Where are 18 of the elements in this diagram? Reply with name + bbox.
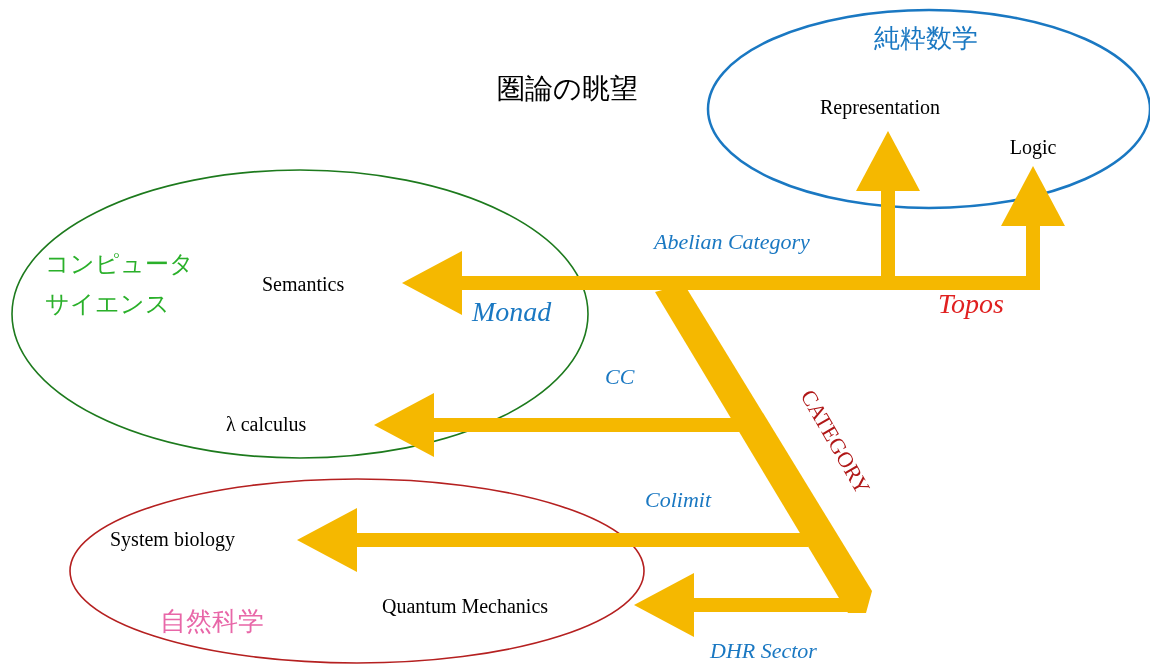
title: 圏論の眺望: [497, 71, 638, 107]
term-label: Quantum Mechanics: [382, 593, 634, 621]
edge-label: Monad: [472, 296, 552, 328]
term-label: λ calculus: [226, 411, 374, 439]
edge-label: Colimit: [645, 487, 711, 513]
term-label: Representation: [800, 94, 960, 131]
edge-label: Abelian Category: [654, 229, 810, 255]
term-label: Semantics: [262, 271, 402, 299]
group-heading: 自然科学: [160, 605, 265, 637]
term-label: Logic: [995, 134, 1071, 166]
arrow: [297, 508, 808, 572]
edge-label: Topos: [938, 288, 1004, 320]
group-heading: コンピュータサイエンス: [45, 249, 195, 320]
term-label: System biology: [110, 526, 297, 554]
arrow: [402, 251, 668, 315]
edge-label: CC: [605, 364, 635, 390]
edge-label: DHR Sector: [710, 638, 817, 664]
group-heading: 純粋数学: [874, 22, 979, 54]
